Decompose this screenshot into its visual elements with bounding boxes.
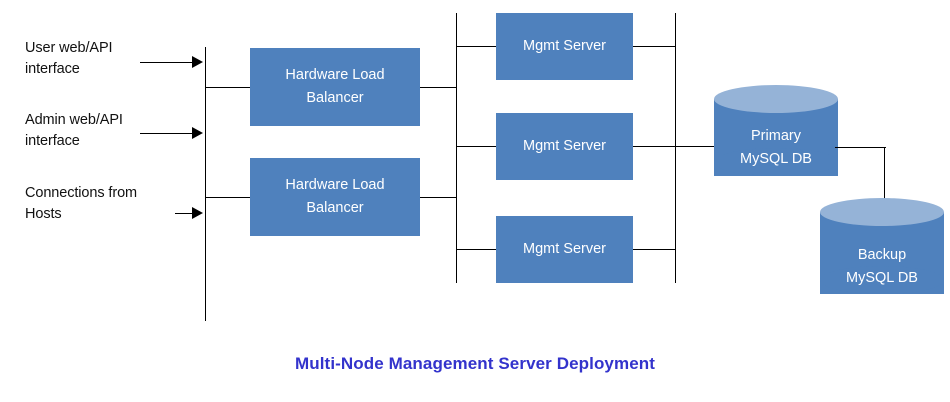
input-arrowhead-hosts (192, 207, 203, 219)
input-arrowhead-admin (192, 127, 203, 139)
input-arrow-line-hosts (175, 213, 193, 214)
mgmt-server-1-to-right-bus-line (633, 46, 676, 47)
right-bus-to-primary-db-line (675, 146, 720, 147)
mgmt-server-2-to-right-bus-line (633, 146, 676, 147)
node-hardware-load-balancer-1[interactable]: Hardware Load Balancer (250, 48, 420, 126)
backup-db-cylinder-bottom (820, 266, 944, 294)
primary-db-label: Primary MySQL DB (740, 128, 812, 167)
mid-bus-to-mgmt-server-3-line (456, 249, 497, 250)
node-primary-mysql-db[interactable]: Primary MySQL DB (714, 85, 838, 190)
node-mgmt-server-2[interactable]: Mgmt Server (496, 113, 633, 180)
node-backup-mysql-db[interactable]: Backup MySQL DB (820, 198, 944, 308)
mid-bus-to-mgmt-server-1-line (456, 46, 497, 47)
mgmt-server-3-to-right-bus-line (633, 249, 676, 250)
backup-db-label: Backup MySQL DB (846, 247, 918, 286)
bus-to-load-balancer-1-line (205, 87, 251, 88)
input-arrowhead-user (192, 56, 203, 68)
load-balancer-1-to-mid-bus-line (420, 87, 457, 88)
primary-to-backup-vertical-line (884, 147, 885, 224)
page-title: Multi-Node Management Server Deployment (294, 354, 656, 373)
load-balancer-2-to-mid-bus-line (420, 197, 457, 198)
input-label-user-web-api: User web/API interface (25, 40, 113, 77)
middle-vertical-bus (456, 13, 457, 283)
input-label-connections-from-hosts: Connections from Hosts (25, 185, 138, 222)
bus-to-load-balancer-2-line (205, 197, 251, 198)
mid-bus-to-mgmt-server-2-line (456, 146, 497, 147)
node-mgmt-server-3[interactable]: Mgmt Server (496, 216, 633, 283)
input-arrow-line-admin (140, 133, 193, 134)
primary-db-cylinder-top (714, 85, 838, 113)
right-vertical-bus (675, 13, 676, 283)
input-arrow-line-user (140, 62, 193, 63)
primary-db-cylinder-bottom (714, 148, 838, 176)
input-label-admin-web-api: Admin web/API interface (25, 112, 123, 149)
left-vertical-bus (205, 47, 206, 321)
node-hardware-load-balancer-2[interactable]: Hardware Load Balancer (250, 158, 420, 236)
primary-to-backup-horizontal-line (835, 147, 886, 148)
node-mgmt-server-1[interactable]: Mgmt Server (496, 13, 633, 80)
backup-db-cylinder-top (820, 198, 944, 226)
